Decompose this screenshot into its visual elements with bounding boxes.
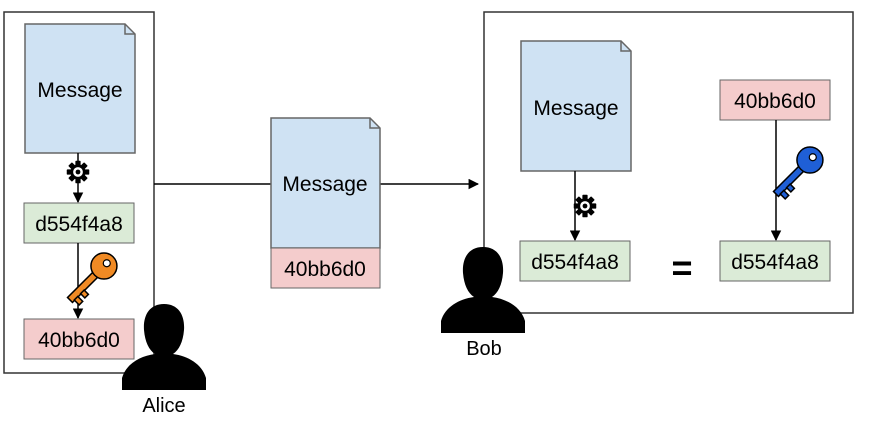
equals-sign: = — [671, 247, 692, 288]
gear-icon — [573, 194, 597, 218]
bob-name: Bob — [466, 338, 502, 360]
bob-decrypted-hash-value: d554f4a8 — [731, 251, 819, 274]
bob-signature-value: 40bb6d0 — [734, 90, 816, 113]
transfer-signature-value: 40bb6d0 — [284, 258, 366, 281]
bob-decrypted-hash-box: d554f4a8 — [719, 240, 831, 282]
bob-computed-hash-box: d554f4a8 — [519, 240, 631, 282]
transfer-signature-box: 40bb6d0 — [270, 247, 381, 289]
bob-computed-hash-value: d554f4a8 — [531, 251, 619, 274]
alice-signature-box: 40bb6d0 — [23, 318, 135, 360]
alice-name: Alice — [142, 395, 185, 417]
bob-message-label: Message — [533, 97, 618, 120]
alice-hash-value: d554f4a8 — [35, 213, 123, 236]
alice-message-label: Message — [37, 79, 122, 102]
alice-hash-box: d554f4a8 — [23, 202, 135, 244]
alice-signature-value: 40bb6d0 — [38, 329, 120, 352]
private-key-icon — [66, 252, 118, 307]
alice-message-document: Message — [24, 23, 136, 154]
alice-panel: Message d554f4a8 40bb6d0 — [3, 11, 155, 374]
transfer-message-label: Message — [282, 173, 367, 196]
bob-signature-box: 40bb6d0 — [719, 79, 831, 121]
gear-icon — [66, 160, 90, 184]
public-key-icon — [772, 146, 824, 201]
bob-panel: Message d554f4a8 = 40bb6d0 d554f4a8 — [483, 11, 854, 314]
bob-message-document: Message — [520, 40, 632, 172]
transfer-message-document: Message — [270, 117, 381, 249]
